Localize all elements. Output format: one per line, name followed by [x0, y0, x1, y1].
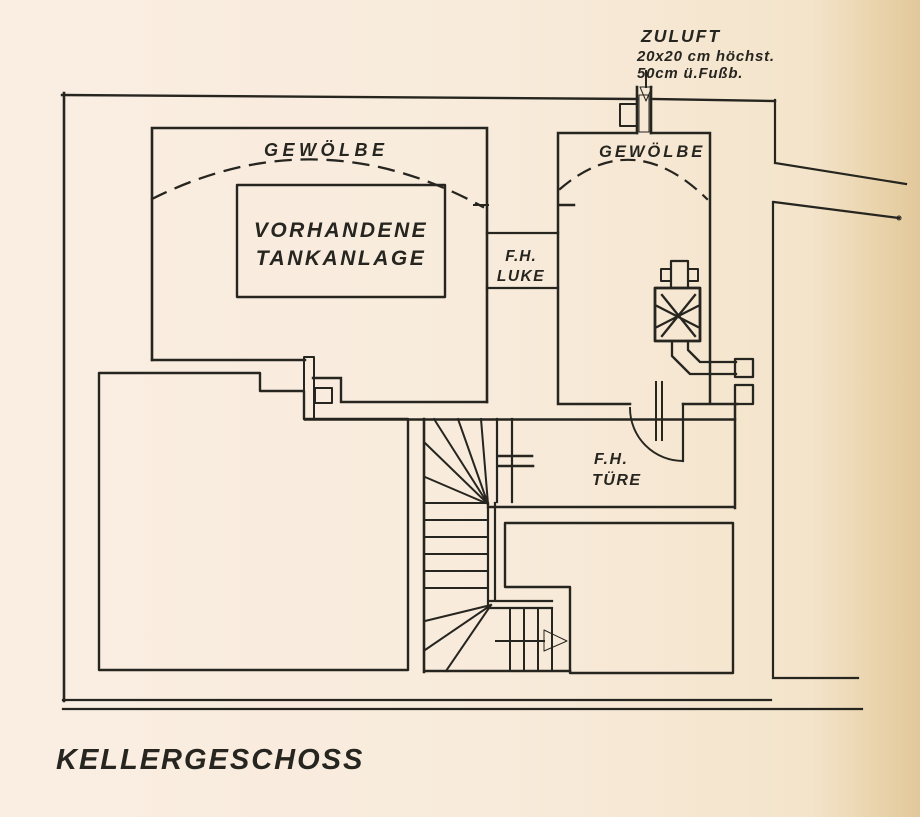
- stair-upper-flight-sides: [495, 417, 514, 504]
- luke-passage: [485, 231, 560, 290]
- label-tank-line2: TANKANLAGE: [256, 247, 426, 270]
- tank-room: [150, 126, 489, 404]
- label-zuluft-line2: 20x20 cm höchst.: [636, 48, 775, 65]
- door-swing-arc: [629, 407, 684, 462]
- outer-walls: [60, 91, 908, 711]
- hatch-area-right: [503, 521, 735, 675]
- zuluft-duct: [619, 70, 653, 135]
- label-tuere-line2: TÜRE: [592, 470, 642, 489]
- door: [629, 381, 685, 463]
- stair-direction-arrow: [543, 629, 568, 652]
- boiler-chimney: [669, 259, 690, 290]
- stair-walls: [422, 417, 572, 674]
- wall-line-end-dot: [896, 215, 902, 221]
- label-tank-line1: VORHANDENE: [254, 219, 428, 242]
- zuluft-arrow-head: [639, 86, 653, 102]
- stair-treads-lower: [509, 607, 553, 672]
- label-luke-line2: LUKE: [497, 268, 545, 285]
- chimney-strip: [303, 356, 315, 420]
- stair-spine: [486, 501, 554, 610]
- stair-winders-top: [423, 417, 490, 506]
- pipe-end-box: [733, 357, 755, 379]
- boiler-room: [556, 131, 739, 510]
- chimney-tab-left: [660, 268, 672, 282]
- boiler-body: [653, 286, 702, 343]
- boiler-cross-icon: [655, 293, 700, 338]
- stair-treads-upper: [424, 502, 489, 589]
- label-zuluft-line1: ZULUFT: [640, 26, 721, 46]
- label-tuere-line1: F.H.: [594, 451, 628, 468]
- vault-arc-left: [150, 158, 485, 209]
- vault-arc-right: [558, 158, 709, 201]
- boiler-pipe: [670, 339, 738, 376]
- flue-lines: [655, 381, 663, 441]
- label-zuluft-line3: 50cm ü.Fußb.: [637, 65, 743, 82]
- label-vault-left: GEWÖLBE: [264, 140, 389, 160]
- tank-label-box: [235, 183, 447, 299]
- hatch-area-left: [97, 371, 410, 672]
- label-vault-right: GEWÖLBE: [599, 142, 705, 161]
- stair-break-mark: [496, 454, 535, 468]
- wall-flue-box: [733, 383, 755, 406]
- chimney-tab-right: [687, 268, 699, 282]
- duct-green-fill: [638, 94, 650, 133]
- label-luke-line1: F.H.: [505, 248, 537, 265]
- wall-pillar-box: [314, 387, 333, 404]
- labels: ZULUFT 20x20 cm höchst. 50cm ü.Fußb. GEW…: [56, 26, 775, 776]
- damper-box: [619, 103, 638, 127]
- stair-winders-bottom: [423, 603, 493, 673]
- page-title: KELLERGESCHOSS: [56, 744, 364, 776]
- corridor: [303, 418, 737, 509]
- staircase: [422, 417, 572, 674]
- boiler: [653, 259, 755, 406]
- wall-junction: [303, 356, 333, 420]
